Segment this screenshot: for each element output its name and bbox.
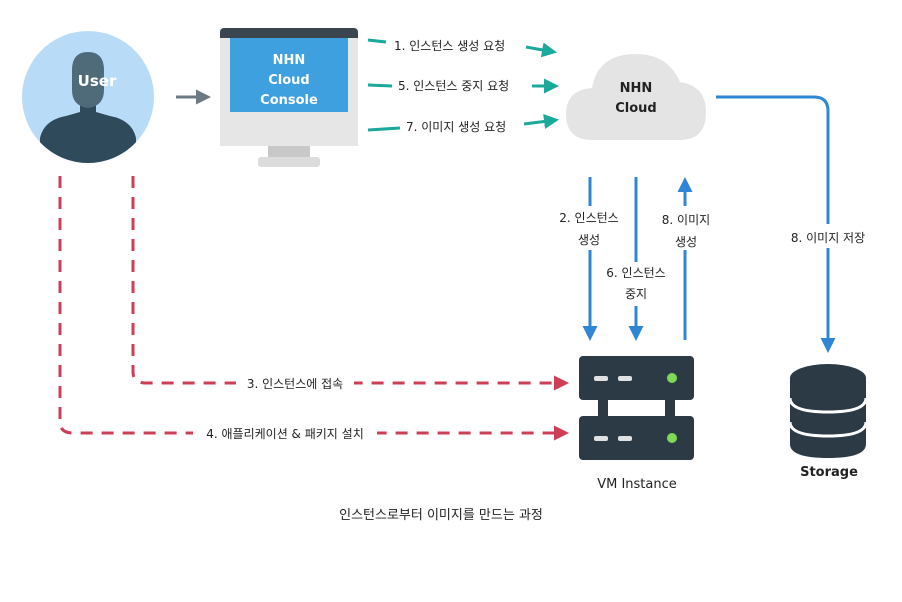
step-6-label-line1: 6. 인스턴스 (606, 266, 665, 280)
console-monitor-icon: NHN Cloud Console (220, 28, 358, 167)
request-arrows: 1. 인스턴스 생성 요청 5. 인스턴스 중지 요청 7. 이미지 생성 요청 (367, 38, 559, 134)
step-8b-label: 8. 이미지 저장 (791, 231, 865, 245)
step-6-label-line2: 중지 (625, 287, 647, 301)
step-4-label: 4. 애플리케이션 & 패키지 설치 (206, 427, 364, 441)
cloud-vm-arrows: 2. 인스턴스 생성 6. 인스턴스 중지 8. 이미지 생성 (552, 177, 722, 341)
connect-arrow (131, 176, 569, 391)
monitor-screen (230, 38, 348, 112)
user-label: User (78, 72, 117, 90)
server-unit-top (579, 356, 694, 400)
step-8a-label-line2: 생성 (675, 235, 697, 249)
vm-instance-label: VM Instance (597, 477, 677, 492)
monitor-stand (258, 157, 320, 167)
request-7-tail (367, 126, 401, 132)
console-label-line3: Console (260, 93, 318, 108)
cloud-to-storage-arrow: 8. 이미지 저장 (716, 95, 876, 353)
request-7-arrow (523, 114, 559, 129)
step-1-label: 1. 인스턴스 생성 요청 (394, 39, 505, 53)
user-to-vm-dashed-arrows: 3. 인스턴스에 접속 4. 애플리케이션 & 패키지 설치 (58, 176, 569, 444)
step-2-label-line2: 생성 (578, 233, 600, 247)
console-label-line1: NHN (273, 53, 306, 68)
request-1-arrow (525, 42, 557, 58)
monitor-neck (268, 146, 310, 158)
nhn-cloud-icon: NHN Cloud (566, 54, 706, 140)
request-5-tail (367, 83, 393, 88)
console-label-line2: Cloud (268, 73, 310, 88)
step-7-label: 7. 이미지 생성 요청 (406, 120, 506, 134)
storage-label: Storage (800, 465, 858, 480)
step-2-label-line1: 2. 인스턴스 (559, 211, 618, 225)
step-8a-label-line1: 8. 이미지 (662, 213, 710, 227)
request-1-tail (367, 38, 387, 44)
cloud-label-line2: Cloud (615, 101, 657, 116)
server-unit-bottom (579, 416, 694, 460)
cloud-label-line1: NHN (620, 81, 653, 96)
user-node: User (22, 31, 154, 163)
server-led-bottom (667, 433, 677, 443)
step-3-label: 3. 인스턴스에 접속 (247, 377, 343, 391)
diagram-caption: 인스턴스로부터 이미지를 만드는 과정 (339, 508, 543, 523)
install-arrow (58, 176, 569, 441)
step-5-label: 5. 인스턴스 중지 요청 (398, 79, 509, 93)
storage-database-icon: Storage (788, 364, 868, 480)
vm-instance-server-icon: VM Instance (579, 356, 694, 492)
server-led-top (667, 373, 677, 383)
